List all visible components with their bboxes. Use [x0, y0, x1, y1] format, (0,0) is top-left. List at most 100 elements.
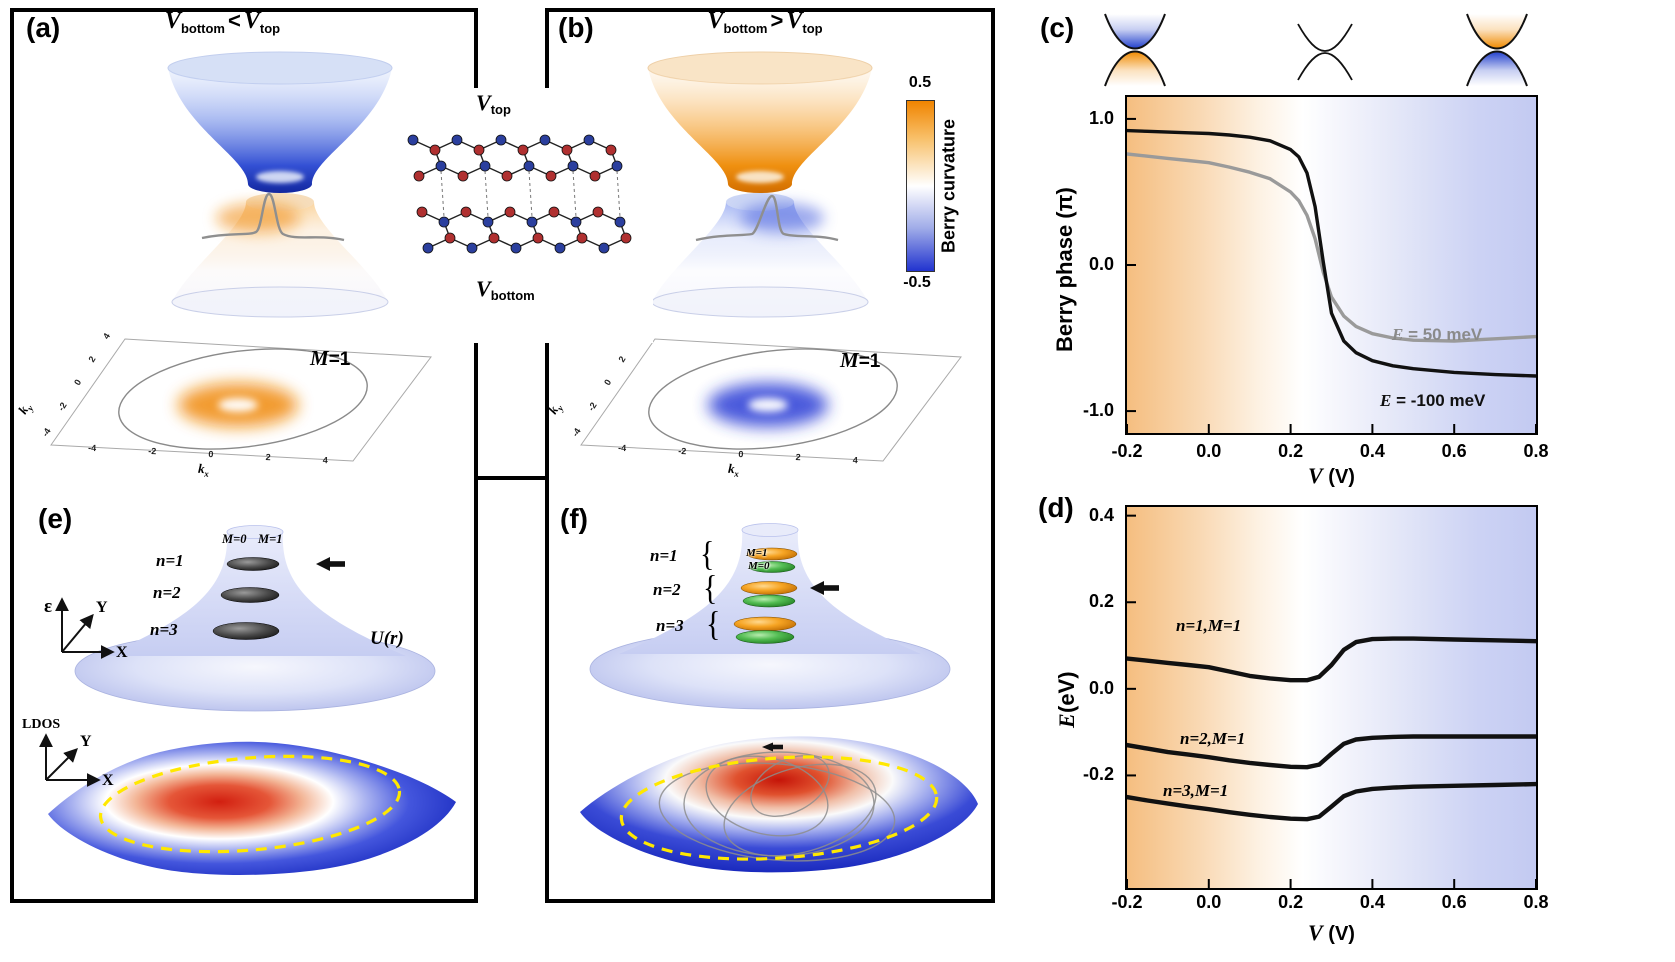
y-tick-label: 1.0: [1088, 107, 1114, 128]
curve-label-e50: E = 50 meV: [1392, 325, 1483, 344]
y-tick-label: -0.2: [1082, 764, 1114, 785]
brace-n1: {: [700, 535, 715, 574]
atom: [614, 216, 626, 228]
series-n=2,M=1: [1127, 734, 1536, 770]
panel-c-label: (c): [1040, 12, 1075, 43]
m-index-label-a: M=1: [310, 346, 351, 370]
atom: [466, 242, 478, 254]
ldos-surface-e: [48, 741, 456, 875]
ldos-axis-triad: LDOS Y X: [22, 717, 114, 789]
panel-c-plot: [1125, 95, 1538, 435]
level-n3: [212, 622, 280, 640]
panel-a-title: Vbottom<Vtop: [95, 8, 350, 36]
x-tick-label: 0.2: [1278, 441, 1304, 461]
atom: [561, 144, 573, 156]
m1-header-e: M=1: [258, 532, 283, 546]
m-index-label-b: M=1: [840, 348, 881, 372]
x-tick-label: 0.2: [1278, 892, 1304, 912]
n1-label-f: n=1: [650, 546, 678, 565]
potential-funnel-e: [74, 525, 436, 712]
level-n3-m0: [735, 630, 795, 644]
orbit-curve: [723, 763, 877, 857]
x-tick-label: 0.8: [1523, 892, 1549, 912]
dashed-boundary: [98, 754, 402, 854]
potential-label: U(r): [370, 628, 404, 649]
x-tick-label: 0.8: [1523, 441, 1549, 461]
atom: [605, 144, 617, 156]
orbit-curve: [750, 755, 830, 817]
center-crystal-area: Vtop Vbottom: [398, 88, 653, 343]
atom: [510, 242, 522, 254]
series-n=3,M=1: [1127, 781, 1536, 822]
atom: [554, 242, 566, 254]
x-axis-label: X: [116, 644, 128, 661]
x-tick-label: -0.2: [1111, 441, 1143, 461]
atom: [495, 134, 507, 146]
fermi-contour: [118, 348, 368, 450]
atom: [545, 170, 557, 182]
y-tick-label: 0.2: [1088, 591, 1114, 612]
atom: [488, 232, 500, 244]
v-symbol: V: [164, 8, 181, 34]
x-tick-label: 0.4: [1359, 892, 1385, 912]
atom: [539, 134, 551, 146]
n2-label-f: n=2: [653, 580, 681, 599]
y-tick-label: 0.0: [1088, 677, 1114, 698]
interlayer-bond: [484, 170, 489, 218]
y-axis-label: Y: [80, 733, 92, 750]
y-tick-label: -1.0: [1082, 400, 1114, 421]
atom: [457, 170, 469, 182]
interlayer-bond: [616, 170, 621, 218]
panel-e-label: (e): [38, 503, 73, 534]
curve-label-n2: n=2,M=1: [1180, 729, 1246, 748]
atom: [413, 170, 425, 182]
panel-f-label: (f): [560, 503, 588, 534]
v-symbol: V: [786, 8, 803, 34]
berry-phase-chart: [1127, 117, 1536, 433]
orbit-curve: [705, 755, 829, 837]
ldos-axis-label: LDOS: [22, 717, 60, 732]
interlayer-bond: [528, 170, 533, 218]
kx-axis-label-a: kx: [197, 460, 210, 479]
atom: [567, 160, 579, 172]
atom: [444, 232, 456, 244]
atom: [501, 170, 513, 182]
energy-axis-triad: ε Y X: [44, 596, 128, 661]
arrow-left-icon: [316, 557, 345, 571]
greater-than: >: [770, 8, 784, 33]
m0-header-e: M=0: [222, 532, 247, 546]
x-axis-label: X: [102, 772, 114, 789]
interlayer-bond: [440, 170, 445, 218]
x-tick-label: 0.0: [1196, 892, 1222, 912]
colorbar-min: -0.5: [903, 274, 931, 291]
atom: [460, 206, 472, 218]
n3-label-f: n=3: [656, 616, 684, 635]
atom: [438, 216, 450, 228]
v-bottom-label: Vbottom: [476, 276, 535, 304]
atom: [429, 144, 441, 156]
atom: [576, 232, 588, 244]
panel-c-xlabel: V (V): [1308, 463, 1355, 488]
x-tick-label: 0.6: [1441, 892, 1467, 912]
atom: [611, 160, 623, 172]
atom: [523, 160, 535, 172]
berry-curvature-curve: [201, 192, 345, 242]
n1-label-e: n=1: [156, 551, 184, 570]
interlayer-bond: [572, 170, 577, 218]
series-n=1,M=1: [1127, 636, 1536, 683]
k-space-plane-b: [580, 338, 962, 462]
v-top-label: Vtop: [476, 90, 511, 118]
series-E = 50 meV: [1127, 152, 1536, 343]
level-n3-m1: [733, 616, 797, 632]
curve-label-n3: n=3,M=1: [1163, 781, 1229, 800]
x-tick-label: 0.4: [1359, 441, 1385, 461]
atom: [504, 206, 516, 218]
crystal-structure: [407, 134, 632, 254]
epsilon-axis-label: ε: [44, 596, 52, 617]
less-than: <: [227, 8, 241, 33]
v-sub: bottom: [180, 21, 225, 37]
level-n1-m0: [748, 561, 796, 573]
atom: [532, 232, 544, 244]
